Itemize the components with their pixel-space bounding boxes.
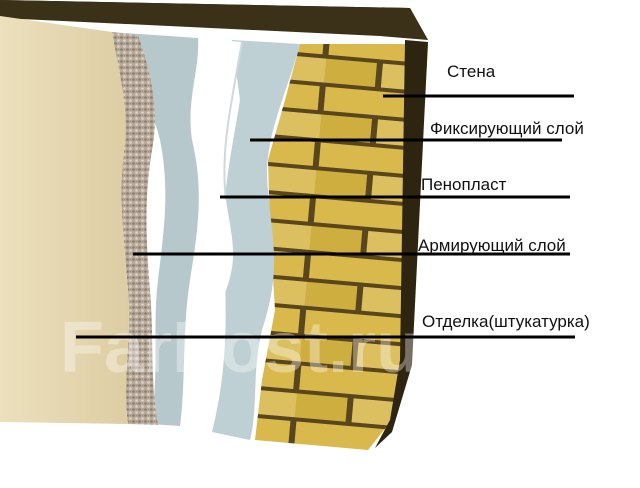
label-finish-plaster: Отделка(штукатурка) <box>422 312 590 331</box>
fixing-layer <box>212 40 300 440</box>
brick-wall-side <box>375 40 428 448</box>
foam-edge <box>223 41 243 201</box>
label-fixing-layer: Фиксирующий слой <box>430 119 584 138</box>
mesh-layer <box>112 32 158 425</box>
watermark-text: FarPost.ru <box>60 308 420 388</box>
label-foam: Пенопласт <box>421 175 507 194</box>
brick-wall <box>255 44 428 450</box>
label-wall: Стена <box>447 62 496 81</box>
label-reinforcing-layer: Армирующий слой <box>418 236 566 255</box>
reinforcing-layer <box>110 32 199 426</box>
plaster-layer <box>0 16 129 424</box>
wall-top-edge-shade <box>0 0 428 40</box>
